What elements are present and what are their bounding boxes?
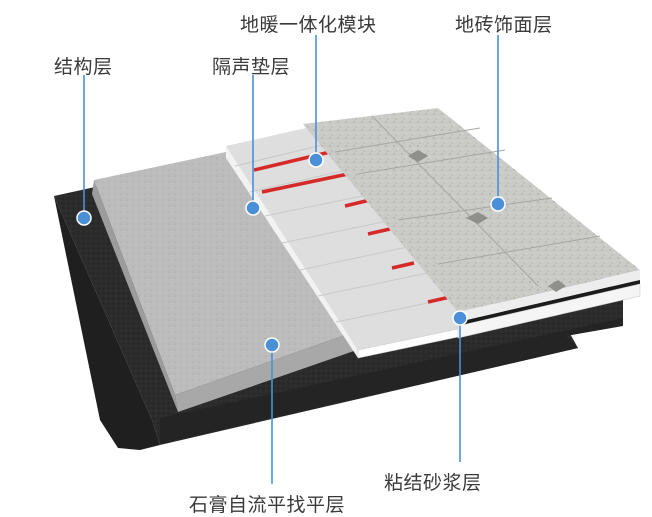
callout-adhesive <box>452 310 468 462</box>
callout-dot-tile <box>490 196 506 212</box>
label-structure-layer: 结构层 <box>54 56 113 78</box>
callout-leveling <box>264 337 280 484</box>
callout-insulation <box>245 75 261 216</box>
callout-dot-adhesive <box>452 310 468 326</box>
callout-dot-heating <box>308 152 324 168</box>
callout-structure <box>76 75 92 226</box>
heating-module-layer <box>226 128 511 359</box>
callout-dot-leveling <box>264 337 280 353</box>
tile-layer <box>303 108 641 339</box>
label-heating-module: 地暖一体化模块 <box>240 14 377 36</box>
callout-dot-insulation <box>245 200 261 216</box>
label-tile-layer: 地砖饰面层 <box>455 14 553 36</box>
label-gypsum-leveling: 石膏自流平找平层 <box>189 494 346 516</box>
callout-heating <box>308 35 324 168</box>
label-adhesive-mortar: 粘结砂浆层 <box>384 472 482 494</box>
callout-dot-structure <box>76 210 92 226</box>
callout-tile <box>490 35 506 212</box>
label-insulation-layer: 隔声垫层 <box>212 56 291 78</box>
